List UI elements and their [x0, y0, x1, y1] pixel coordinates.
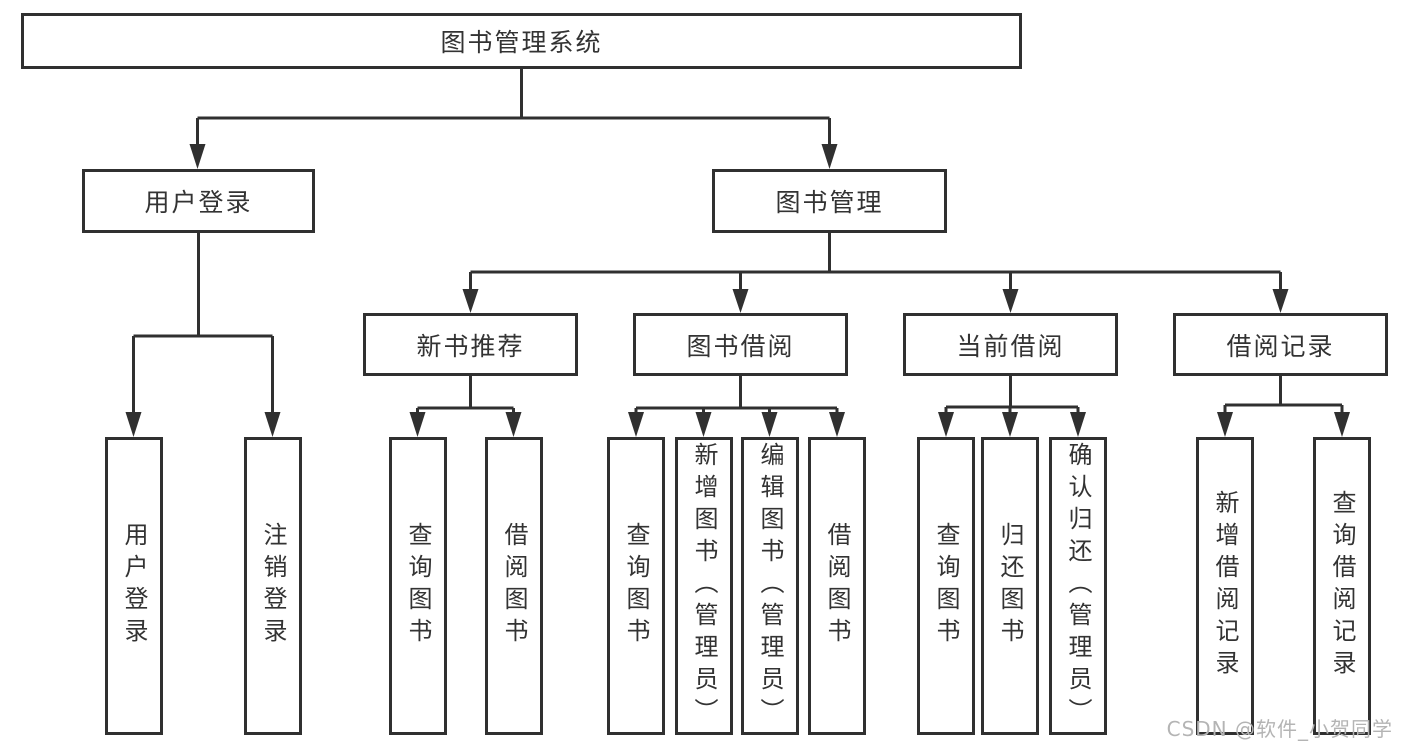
node-bb-borrow-books: 借阅图书	[808, 437, 866, 735]
node-label: 新书推荐	[416, 331, 525, 361]
node-label: 用户登录	[120, 522, 148, 650]
node-label: 借阅图书	[500, 522, 528, 650]
arrowhead-cb-return	[1002, 412, 1018, 437]
node-nb-query-books: 查询图书	[389, 437, 447, 735]
arrowhead-nb-query	[409, 412, 426, 437]
node-label: 注销登录	[259, 522, 287, 650]
node-cb-query-books: 查询图书	[917, 437, 975, 735]
arrowhead-bb-borrow	[829, 412, 845, 437]
arrowhead-borrow-record	[1272, 289, 1289, 313]
arrowhead-user-login	[189, 144, 206, 169]
connector-root-to-level2	[196, 69, 831, 146]
arrowhead-cb-query	[938, 412, 954, 437]
node-bb-query-books: 查询图书	[607, 437, 665, 735]
connector-book-borrow-children	[634, 376, 839, 414]
node-label: 查询借阅记录	[1328, 490, 1356, 682]
node-library-management-system: 图书管理系统	[21, 13, 1022, 69]
arrowhead-bb-add	[695, 412, 712, 437]
node-label: 图书管理系统	[440, 28, 603, 57]
node-cb-return-books: 归还图书	[981, 437, 1039, 735]
node-nb-borrow-books: 借阅图书	[485, 437, 543, 735]
arrowhead-cb-confirm	[1070, 412, 1086, 437]
node-bb-edit-books-admin: 编辑图书（管理员）	[741, 437, 799, 735]
arrowhead-bb-query	[628, 412, 644, 437]
node-current-borrowing: 当前借阅	[903, 313, 1118, 376]
node-book-management: 图书管理	[712, 169, 947, 233]
node-user-login-leaf: 用户登录	[105, 437, 163, 735]
node-logout-leaf: 注销登录	[244, 437, 302, 735]
node-label: 确认归还（管理员）	[1064, 442, 1092, 730]
node-bb-add-books-admin: 新增图书（管理员）	[675, 437, 733, 735]
arrowhead-book-borrow	[732, 289, 749, 313]
node-user-login: 用户登录	[82, 169, 315, 233]
connector-book-mgmt-children	[469, 233, 1282, 292]
node-label: 归还图书	[996, 522, 1024, 650]
arrowhead-br-query	[1334, 412, 1350, 437]
arrowhead-nb-borrow	[505, 412, 522, 437]
node-cb-confirm-return-admin: 确认归还（管理员）	[1049, 437, 1107, 735]
node-label: 查询图书	[404, 522, 432, 650]
arrowhead-new-book-rec	[462, 289, 479, 313]
connector-new-book-rec-children	[416, 376, 515, 414]
node-label: 借阅图书	[823, 522, 851, 650]
node-label: 图书管理	[775, 188, 884, 217]
csdn-watermark: CSDN @软件_小贺同学	[1166, 717, 1393, 741]
node-label: 借阅记录	[1226, 331, 1335, 361]
node-label: 当前借阅	[956, 331, 1065, 361]
arrowhead-bb-edit	[761, 412, 778, 437]
node-label: 新增借阅记录	[1211, 490, 1239, 682]
connector-user-login-children	[132, 233, 274, 414]
node-label: 查询图书	[622, 522, 650, 650]
node-new-book-recommend: 新书推荐	[363, 313, 578, 376]
node-label: 图书借阅	[686, 331, 795, 361]
node-label: 用户登录	[144, 188, 253, 217]
node-br-add-record: 新增借阅记录	[1196, 437, 1254, 735]
arrowhead-current-borrow	[1002, 289, 1019, 313]
connector-current-borrow-children	[944, 376, 1080, 414]
node-book-borrowing: 图书借阅	[633, 313, 848, 376]
node-label: 查询图书	[932, 522, 960, 650]
node-label: 编辑图书（管理员）	[756, 442, 784, 730]
connector-borrow-record-children	[1223, 376, 1344, 414]
arrowhead-br-add	[1217, 412, 1233, 437]
arrowhead-login	[125, 412, 142, 437]
arrowhead-logout	[264, 412, 281, 437]
node-borrow-records: 借阅记录	[1173, 313, 1388, 376]
arrowhead-book-mgmt	[821, 144, 838, 169]
node-br-query-record: 查询借阅记录	[1313, 437, 1371, 735]
node-label: 新增图书（管理员）	[690, 442, 718, 730]
